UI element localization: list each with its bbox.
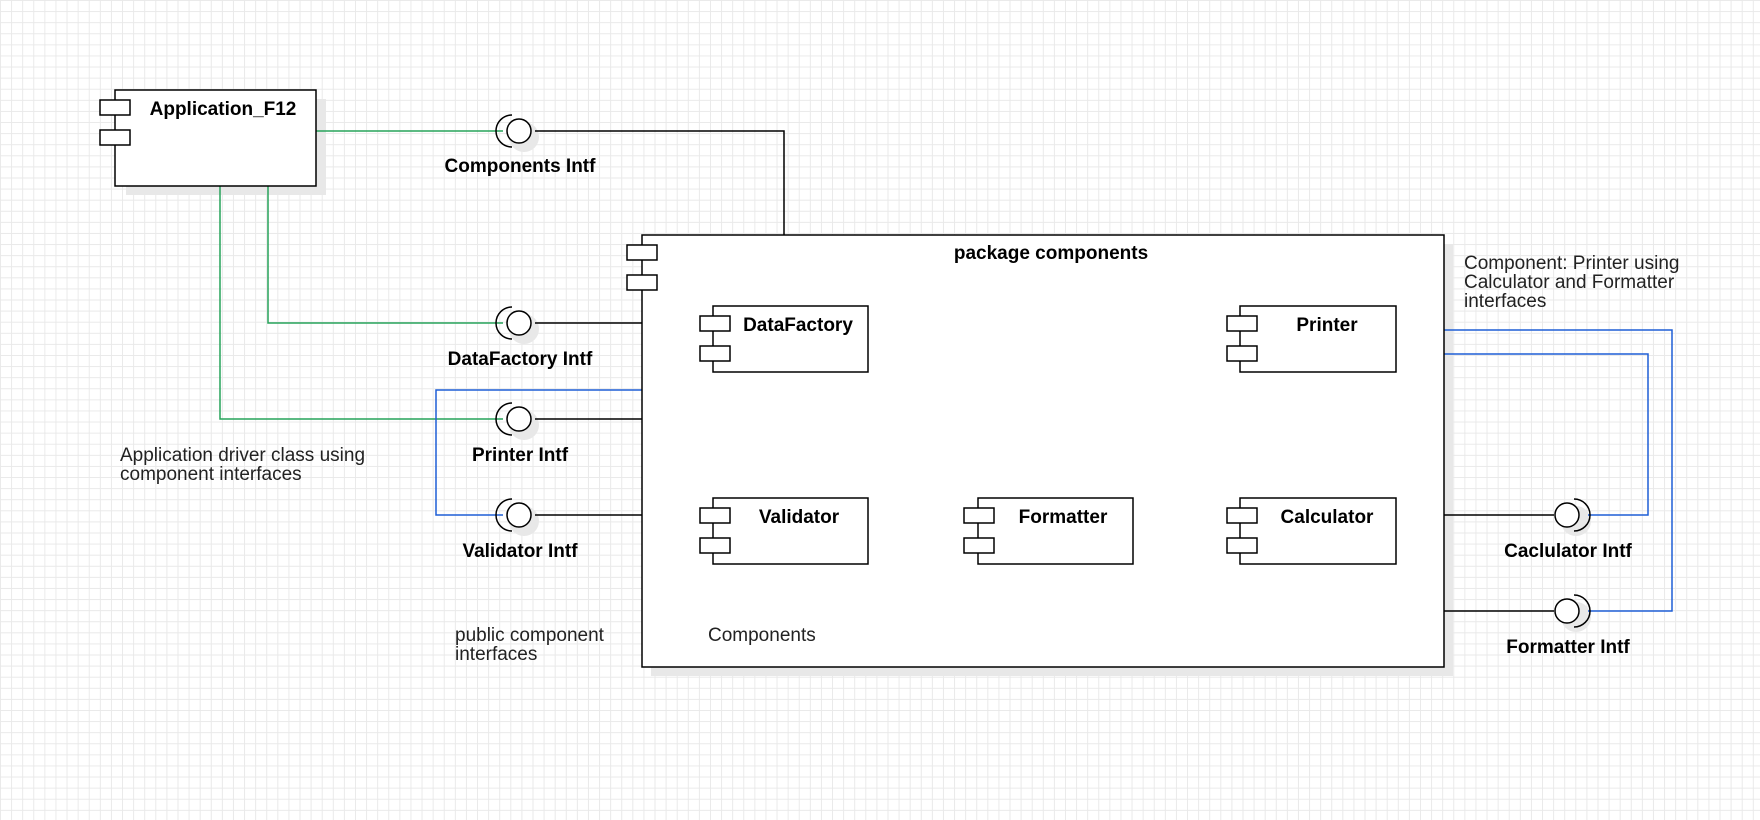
interface-components[interactable]: Components Intf xyxy=(445,114,597,177)
note-line: interfaces xyxy=(1464,291,1546,312)
package-components[interactable]: package components xyxy=(626,234,1445,668)
component-port-icon xyxy=(626,244,658,261)
component-port-icon xyxy=(699,315,731,332)
application-label: Application_F12 xyxy=(150,99,297,120)
component-port-icon xyxy=(699,507,731,524)
component-label: Formatter xyxy=(1019,507,1108,528)
component-port-icon xyxy=(99,129,131,146)
note-line: component interfaces xyxy=(120,464,302,485)
interface-label: Caclulator Intf xyxy=(1504,541,1632,562)
note-components: Components xyxy=(708,625,816,646)
interface-printer[interactable]: Printer Intf xyxy=(472,402,569,466)
note-line: public component xyxy=(455,625,605,646)
component-datafactory[interactable]: DataFactory xyxy=(699,305,869,373)
application-component[interactable]: Application_F12 xyxy=(99,89,317,187)
component-port-icon xyxy=(963,507,995,524)
green-connector-datafactory xyxy=(267,186,503,324)
component-port-icon xyxy=(699,537,731,554)
required-interface-icon xyxy=(495,498,513,532)
connector-components-intf-package xyxy=(535,130,785,235)
note-public: public component interfaces xyxy=(455,625,605,665)
component-validator[interactable]: Validator xyxy=(699,497,869,565)
interface-label: DataFactory Intf xyxy=(448,349,593,370)
note-printer: Component: Printer using Calculator and … xyxy=(1464,253,1679,312)
note-driver: Application driver class using component… xyxy=(120,445,365,485)
blue-connector-printer-calculator xyxy=(1396,353,1649,516)
component-formatter[interactable]: Formatter xyxy=(963,497,1134,565)
component-port-icon xyxy=(1226,507,1258,524)
component-port-icon xyxy=(626,274,658,291)
note-line: interfaces xyxy=(455,644,537,665)
interface-label: Printer Intf xyxy=(472,445,569,466)
note-line: Component: Printer using xyxy=(1464,253,1679,274)
provided-interface-icon xyxy=(506,406,532,432)
interface-datafactory[interactable]: DataFactory Intf xyxy=(448,306,593,370)
interface-validator[interactable]: Validator Intf xyxy=(462,498,578,562)
component-port-icon xyxy=(99,99,131,116)
component-label: DataFactory xyxy=(743,315,853,336)
green-connector-printer xyxy=(219,186,503,420)
component-label: Validator xyxy=(759,507,840,528)
required-interface-icon xyxy=(495,114,513,148)
component-port-icon xyxy=(699,345,731,362)
required-interface-icon xyxy=(495,402,513,436)
component-label: Calculator xyxy=(1281,507,1375,528)
component-printer[interactable]: Printer xyxy=(1226,305,1397,373)
interface-label: Components Intf xyxy=(445,156,597,177)
component-port-icon xyxy=(1226,315,1258,332)
required-interface-icon xyxy=(1573,594,1591,628)
component-port-icon xyxy=(1226,345,1258,362)
provided-interface-icon xyxy=(506,118,532,144)
provided-interface-icon xyxy=(506,502,532,528)
required-interface-icon xyxy=(1573,498,1591,532)
note-line: Application driver class using xyxy=(120,445,365,466)
component-label: Printer xyxy=(1296,315,1358,336)
component-calculator[interactable]: Calculator xyxy=(1226,497,1397,565)
interface-formatter[interactable]: Formatter Intf xyxy=(1506,594,1630,658)
component-port-icon xyxy=(1226,537,1258,554)
interface-label: Validator Intf xyxy=(462,541,578,562)
provided-interface-icon xyxy=(506,310,532,336)
interface-label: Formatter Intf xyxy=(1506,637,1630,658)
provided-interface-icon xyxy=(1554,502,1580,528)
required-interface-icon xyxy=(495,306,513,340)
package-label: package components xyxy=(954,243,1148,264)
note-line: Calculator and Formatter xyxy=(1464,272,1675,293)
component-port-icon xyxy=(963,537,995,554)
provided-interface-icon xyxy=(1554,598,1580,624)
blue-connector-printer-formatter xyxy=(1396,329,1673,612)
interface-calculator[interactable]: Caclulator Intf xyxy=(1504,498,1633,562)
